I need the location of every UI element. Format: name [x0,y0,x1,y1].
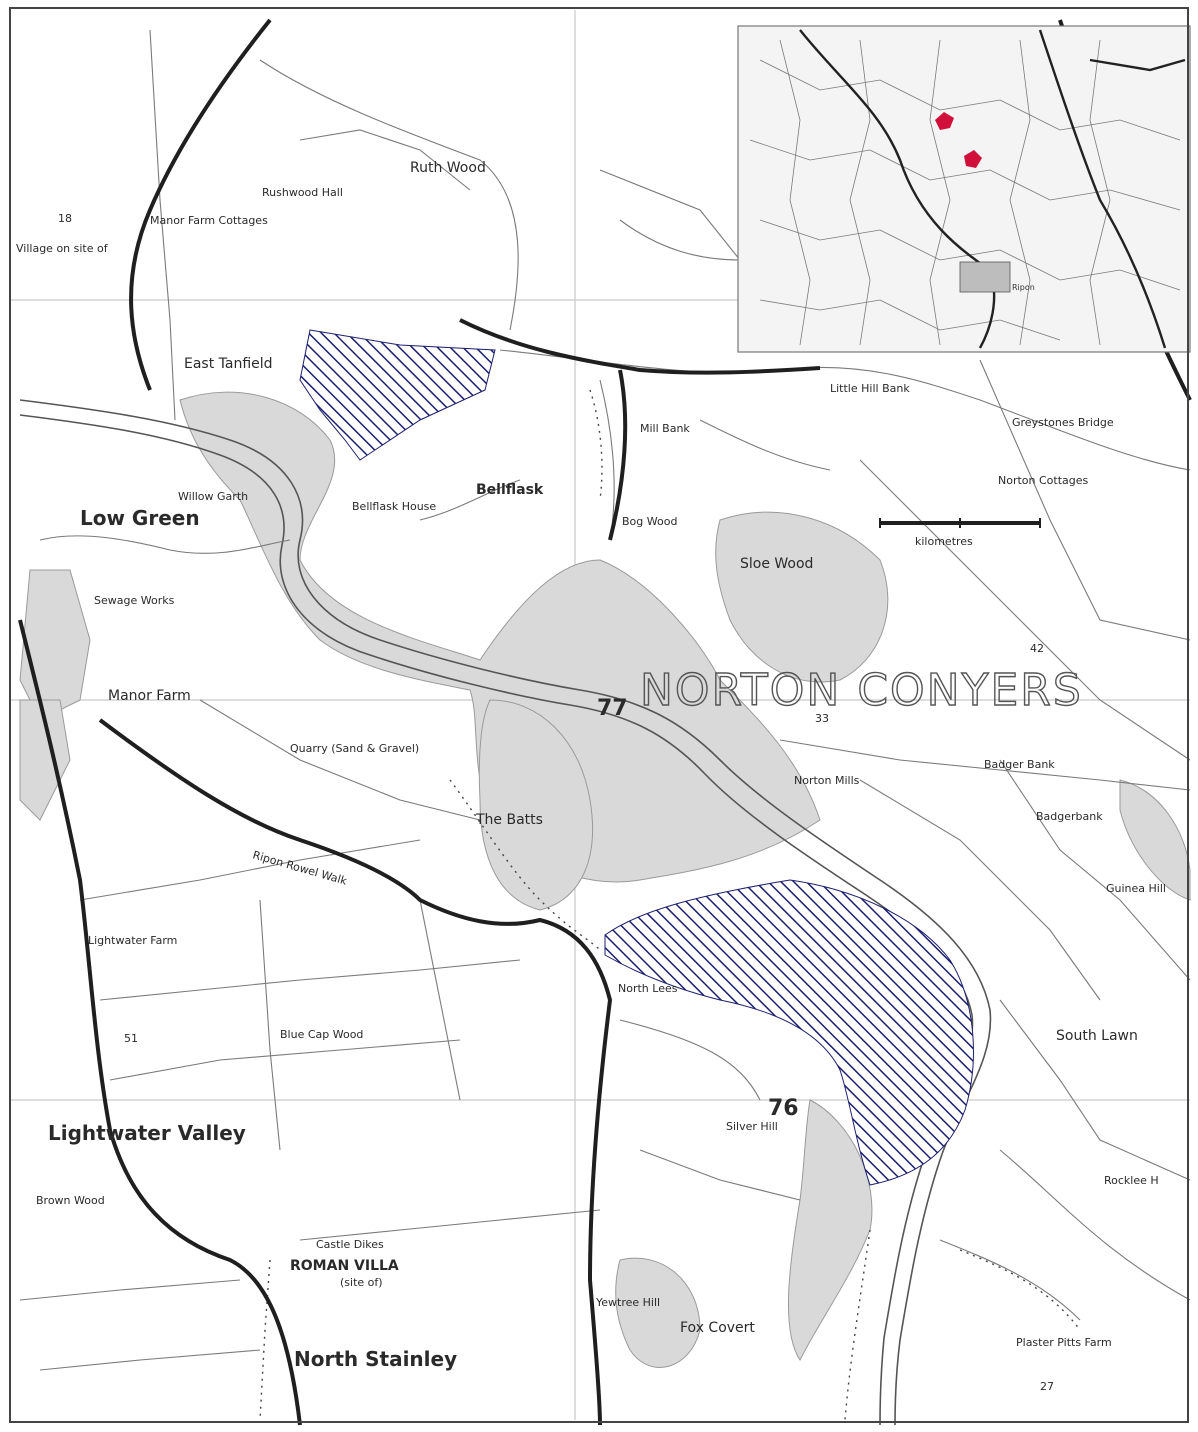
place-label: Norton Mills [794,774,860,787]
place-label: Brown Wood [36,1194,105,1207]
place-label: East Tanfield [184,356,273,372]
place-label: (site of) [340,1276,383,1289]
place-label: Sloe Wood [740,556,813,572]
scale-bar-label: kilometres [915,535,973,548]
place-label: Rocklee H [1104,1174,1159,1187]
place-label: Willow Garth [178,490,248,503]
place-label: Sewage Works [94,594,175,607]
place-label: Castle Dikes [316,1238,384,1251]
place-label: Yewtree Hill [595,1296,660,1309]
place-label: Badgerbank [1036,810,1103,823]
grid-number: 27 [1040,1380,1054,1393]
place-label: Rushwood Hall [262,186,343,199]
hatched-area-north [299,329,496,461]
place-label: Bellflask House [352,500,436,513]
scale-bar: kilometres [879,518,1041,548]
place-label: South Lawn [1056,1028,1138,1044]
place-label: Low Green [80,506,200,530]
grid-number: 77 [597,696,628,721]
grid-number: 76 [768,1096,799,1121]
place-label: Quarry (Sand & Gravel) [290,742,419,755]
footpaths [259,389,1081,1421]
place-label: Greystones Bridge [1012,416,1114,429]
place-label: North Lees [618,982,678,995]
grid-number: 51 [124,1032,138,1045]
inset-label: Ripon [1012,283,1035,292]
place-label: Mill Bank [640,422,690,435]
place-label: Fox Covert [680,1320,755,1336]
grid-number: 42 [1030,642,1044,655]
place-label: Lightwater Farm [88,934,177,947]
grid-number: 18 [58,212,72,225]
place-label: Silver Hill [726,1120,778,1133]
place-label: Manor Farm Cottages [150,214,268,227]
place-label: Manor Farm [108,688,191,704]
place-label: ROMAN VILLA [290,1258,399,1274]
location-marker [964,150,982,168]
field-boundaries [19,29,1191,1371]
place-label: The Batts [475,812,543,828]
place-label: North Stainley [294,1347,457,1371]
place-label: Norton Cottages [998,474,1089,487]
place-label: Ruth Wood [410,160,486,176]
inset-map: Ripon [737,25,1191,353]
place-label: Guinea Hill [1106,882,1166,895]
place-label: Little Hill Bank [830,382,910,395]
place-label: Badger Bank [984,758,1055,771]
place-labels: Ruth Wood Rushwood Hall Manor Farm Cotta… [16,160,1166,1371]
place-label: Lightwater Valley [48,1121,246,1145]
woodland-areas [19,391,1191,1368]
place-label: Plaster Pitts Farm [1016,1336,1112,1349]
map-border [9,7,1189,1423]
river-ure [19,399,992,1426]
hatched-area-south [604,879,974,1186]
grid-number: 33 [815,712,829,725]
location-marker [935,112,954,130]
place-label: Bog Wood [622,515,677,528]
place-label: Bellflask [476,482,544,498]
place-label: Village on site of [16,242,109,255]
place-label: Blue Cap Wood [280,1028,363,1041]
region-label: NORTON CONYERS [640,665,1083,716]
